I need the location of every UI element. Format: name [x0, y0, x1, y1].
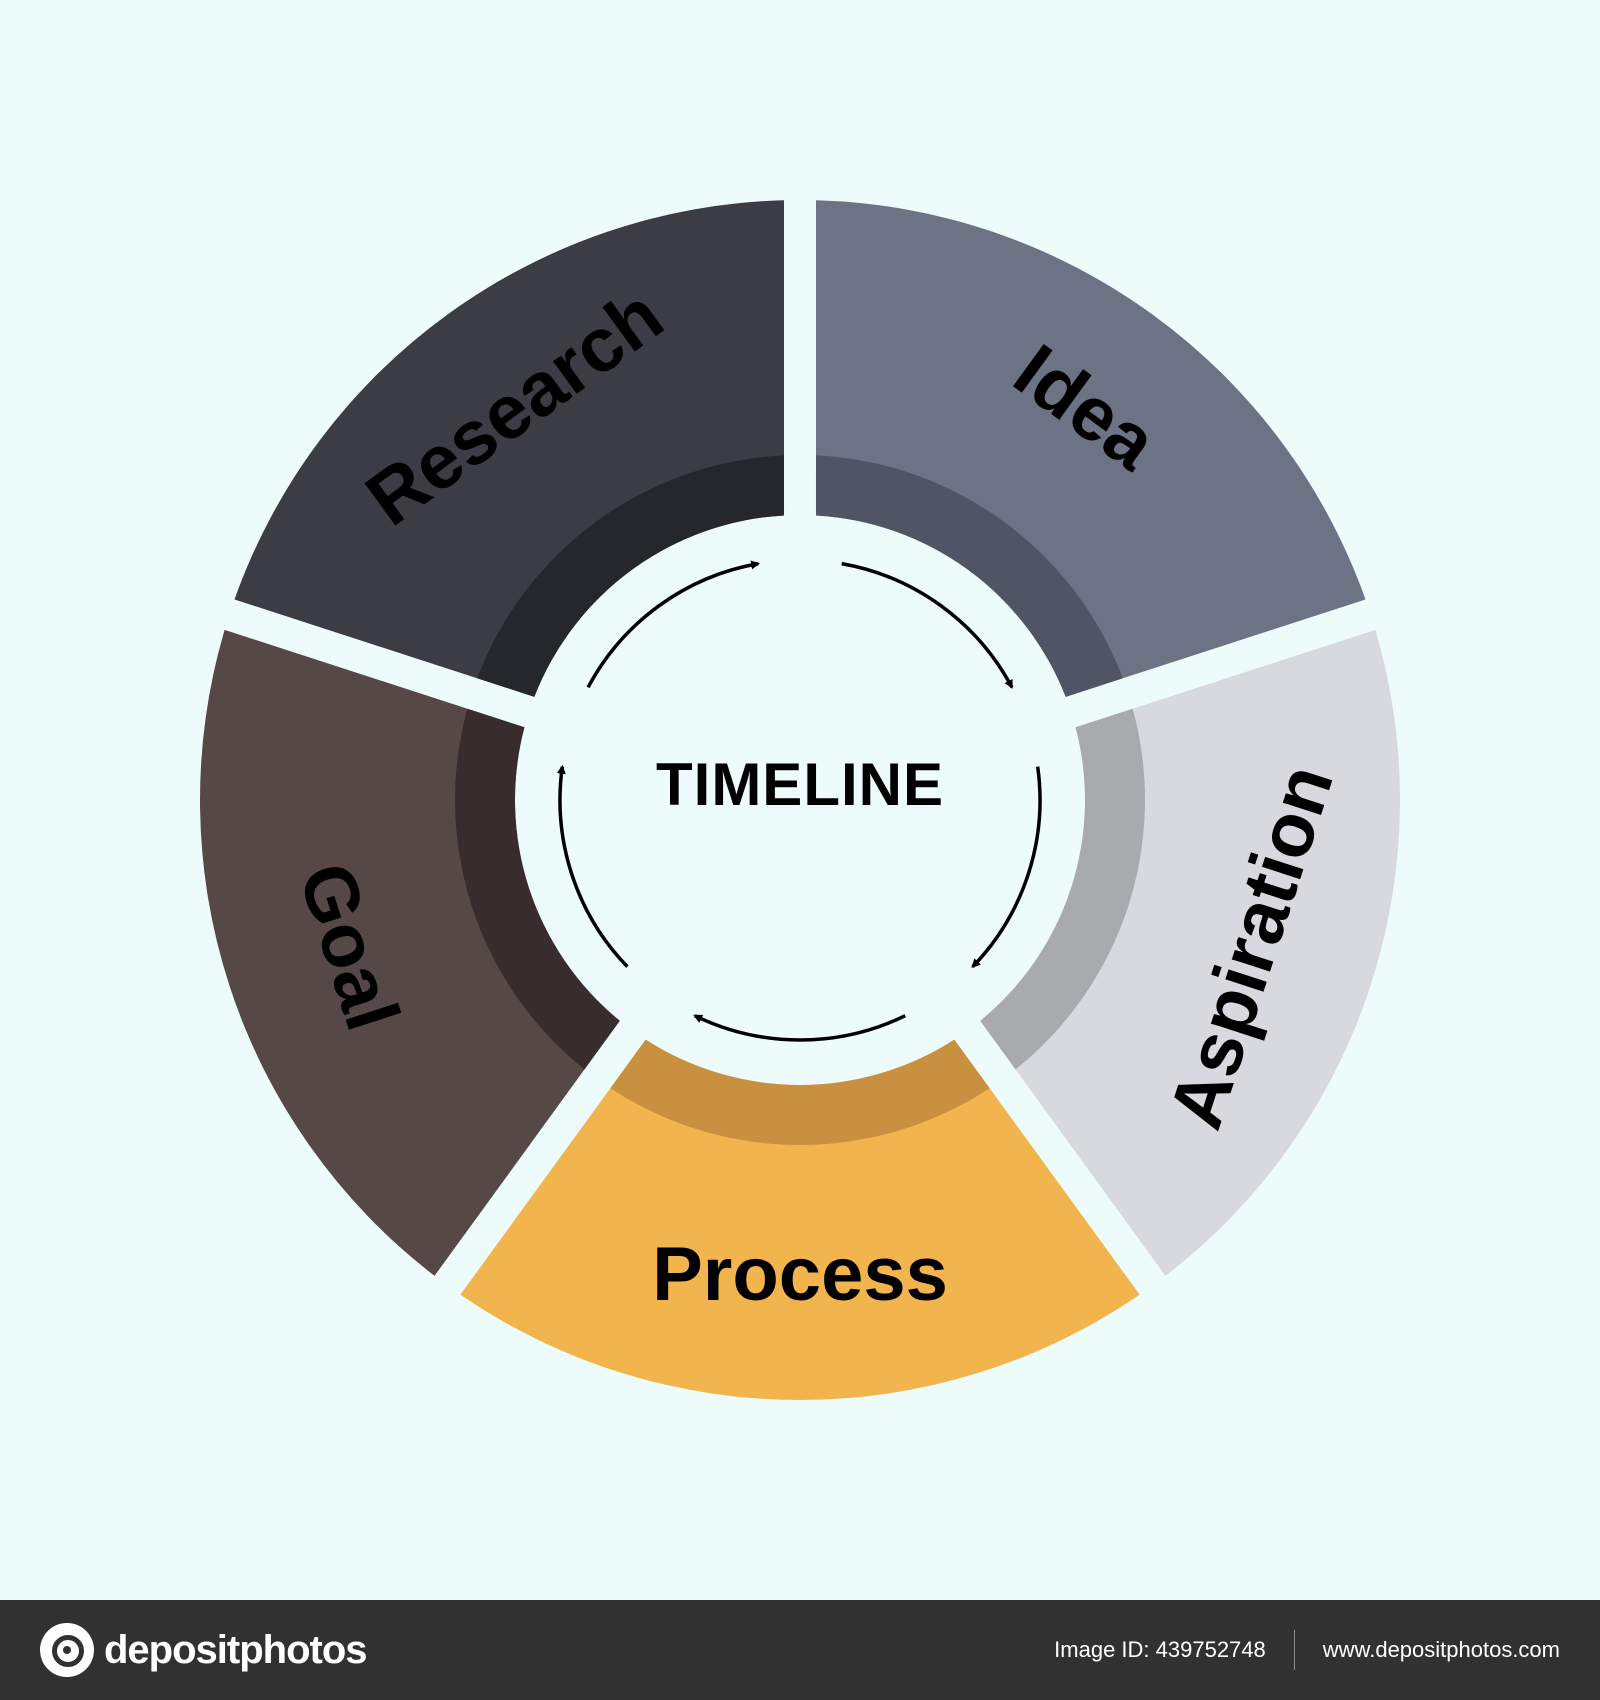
segment-aspiration-inner-band — [980, 708, 1145, 1070]
brand[interactable]: depositphotos — [40, 1623, 368, 1677]
footer-meta: Image ID: 439752748 www.depositphotos.co… — [1054, 1630, 1560, 1670]
segment-research — [234, 200, 785, 697]
cycle-arrow — [693, 1014, 906, 1042]
image-id: Image ID: 439752748 — [1054, 1637, 1266, 1662]
segment-process — [460, 1039, 1140, 1401]
segment-process-inner-band — [610, 1039, 990, 1145]
segment-research-inner-band — [477, 455, 785, 697]
center-title: TIMELINE — [656, 751, 944, 818]
site-url[interactable]: www.depositphotos.com — [1322, 1637, 1560, 1662]
segment-goal-inner-band — [454, 708, 620, 1070]
cycle-arrow — [841, 561, 1014, 689]
footer-bar: depositphotos Image ID: 439752748 www.de… — [0, 1600, 1600, 1700]
footer-divider — [1293, 1630, 1295, 1670]
brand-name: depositphotos — [104, 1627, 368, 1672]
cycle-arrow — [586, 560, 761, 689]
segment-label-process: Process — [652, 1232, 948, 1317]
segment-idea-inner-band — [815, 455, 1123, 697]
cycle-arrow — [556, 764, 629, 968]
cycle-arrow — [971, 766, 1042, 969]
camera-logo-icon — [40, 1623, 94, 1677]
segment-idea — [815, 200, 1366, 697]
cycle-arrows — [556, 560, 1042, 1042]
segments-layer — [200, 200, 1400, 1401]
